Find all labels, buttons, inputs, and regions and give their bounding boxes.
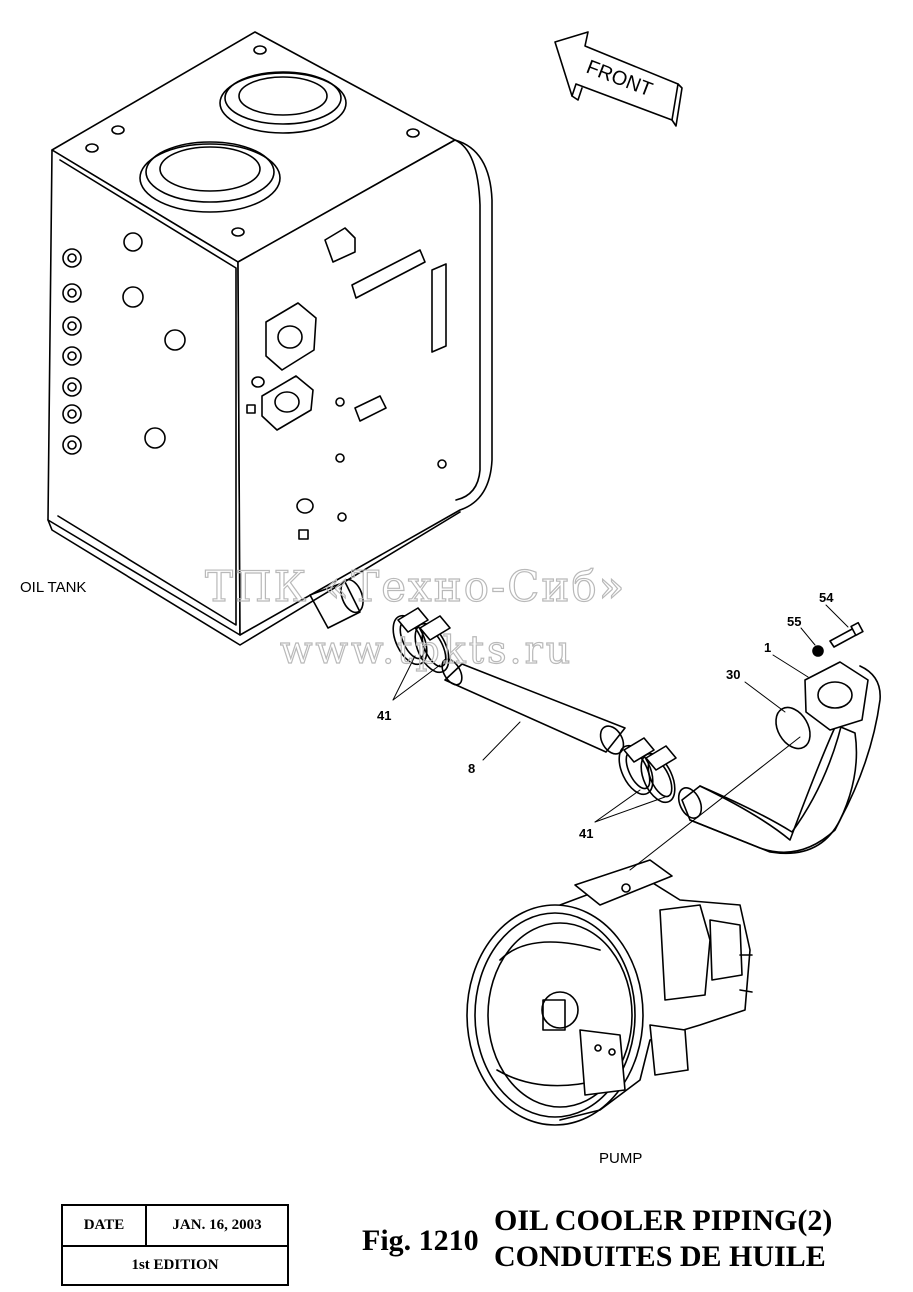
elbow-pipe-1 — [677, 661, 881, 855]
tank-side-ports — [62, 232, 186, 455]
tank-front-fittings — [246, 227, 447, 540]
pump-label: PUMP — [599, 1150, 642, 1167]
callout-55: 55 — [787, 614, 801, 629]
figure-title-en: OIL COOLER PIPING(2) — [494, 1204, 833, 1237]
watermark-company: ТПК «Техно-Сиб» — [205, 562, 626, 611]
figure-number: Fig. 1210 — [362, 1224, 479, 1257]
front-arrow-icon — [554, 31, 683, 127]
tank-top-flange-2 — [139, 141, 281, 213]
callout-8: 8 — [468, 761, 475, 776]
info-box-date-row: DATE JAN. 16, 2003 — [63, 1206, 287, 1247]
oil-tank-label: OIL TANK — [20, 579, 86, 596]
edition-label: 1st EDITION — [131, 1257, 219, 1273]
oil-tank — [47, 31, 493, 646]
tank-top-flange-1 — [219, 71, 347, 134]
hose-8 — [441, 658, 626, 755]
callout-41-upper: 41 — [377, 708, 391, 723]
leader-lines — [392, 604, 849, 871]
callout-1: 1 — [764, 640, 771, 655]
tank-top-bolts — [85, 45, 420, 237]
hose-clamp-lower — [618, 737, 677, 804]
o-ring-30 — [775, 706, 811, 750]
pump — [466, 859, 753, 1126]
washer-55 — [812, 645, 824, 657]
date-label: DATE — [63, 1206, 147, 1245]
watermark-url: www.tpkts.ru — [280, 628, 573, 672]
callout-41-lower: 41 — [579, 826, 593, 841]
figure-title-fr: CONDUITES DE HUILE — [494, 1240, 826, 1273]
info-box: DATE JAN. 16, 2003 1st EDITION — [61, 1204, 289, 1286]
callout-30: 30 — [726, 667, 740, 682]
callout-54: 54 — [819, 590, 834, 605]
bolt-54 — [829, 621, 864, 648]
tank-outlet-stub — [309, 578, 364, 629]
date-value: JAN. 16, 2003 — [172, 1217, 262, 1233]
